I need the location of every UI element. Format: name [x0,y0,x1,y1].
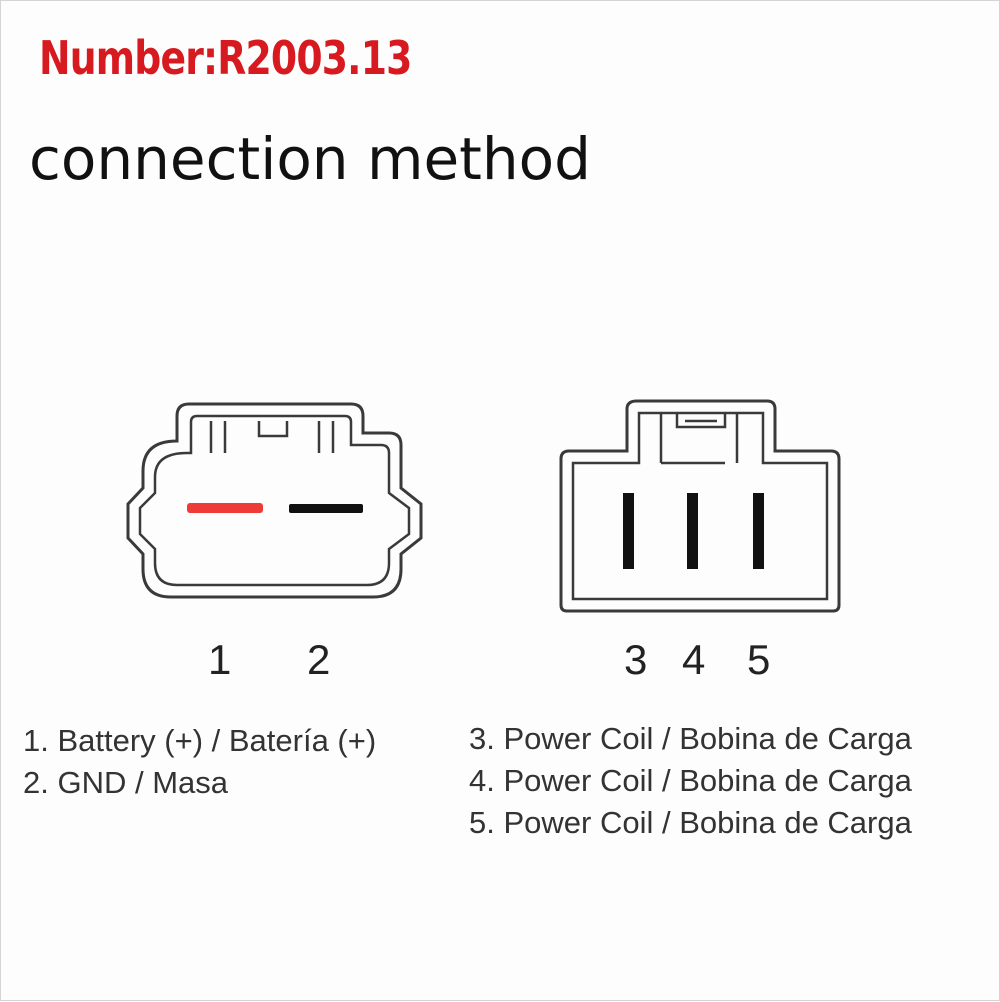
part-number-label: Number:R2003.13 [39,31,412,85]
legend-item: 3. Power Coil / Bobina de Carga [469,721,912,756]
terminal-2-black-wire [289,504,363,513]
terminal-1-red-wire [187,503,263,513]
connector-a-locking-tab [209,421,335,453]
pin-number-3: 3 [624,636,647,683]
pin-number-4: 4 [682,636,705,683]
terminal-3 [623,493,634,569]
terminal-5 [753,493,764,569]
pin-number-1: 1 [208,636,231,683]
terminal-4 [687,493,698,569]
pin-number-5: 5 [747,636,770,683]
connection-method-heading: connection method [29,125,591,193]
connector-b-outer-outline [559,399,841,613]
connector-a-outer-outline [126,402,423,599]
legend-item: 4. Power Coil / Bobina de Carga [469,763,912,798]
pin-number-2: 2 [307,636,330,683]
legend-item: 1. Battery (+) / Batería (+) [23,723,377,758]
connector-a-legend: 1. Battery (+) / Batería (+) 2. GND / Ma… [23,720,376,804]
connector-b-inner-outline [571,411,829,601]
legend-item: 2. GND / Masa [23,765,228,800]
connector-b-legend: 3. Power Coil / Bobina de Carga 4. Power… [469,718,912,844]
legend-item: 5. Power Coil / Bobina de Carga [469,805,912,840]
connector-a-inner-outline [138,414,411,587]
connector-b-key-tab [659,413,739,465]
